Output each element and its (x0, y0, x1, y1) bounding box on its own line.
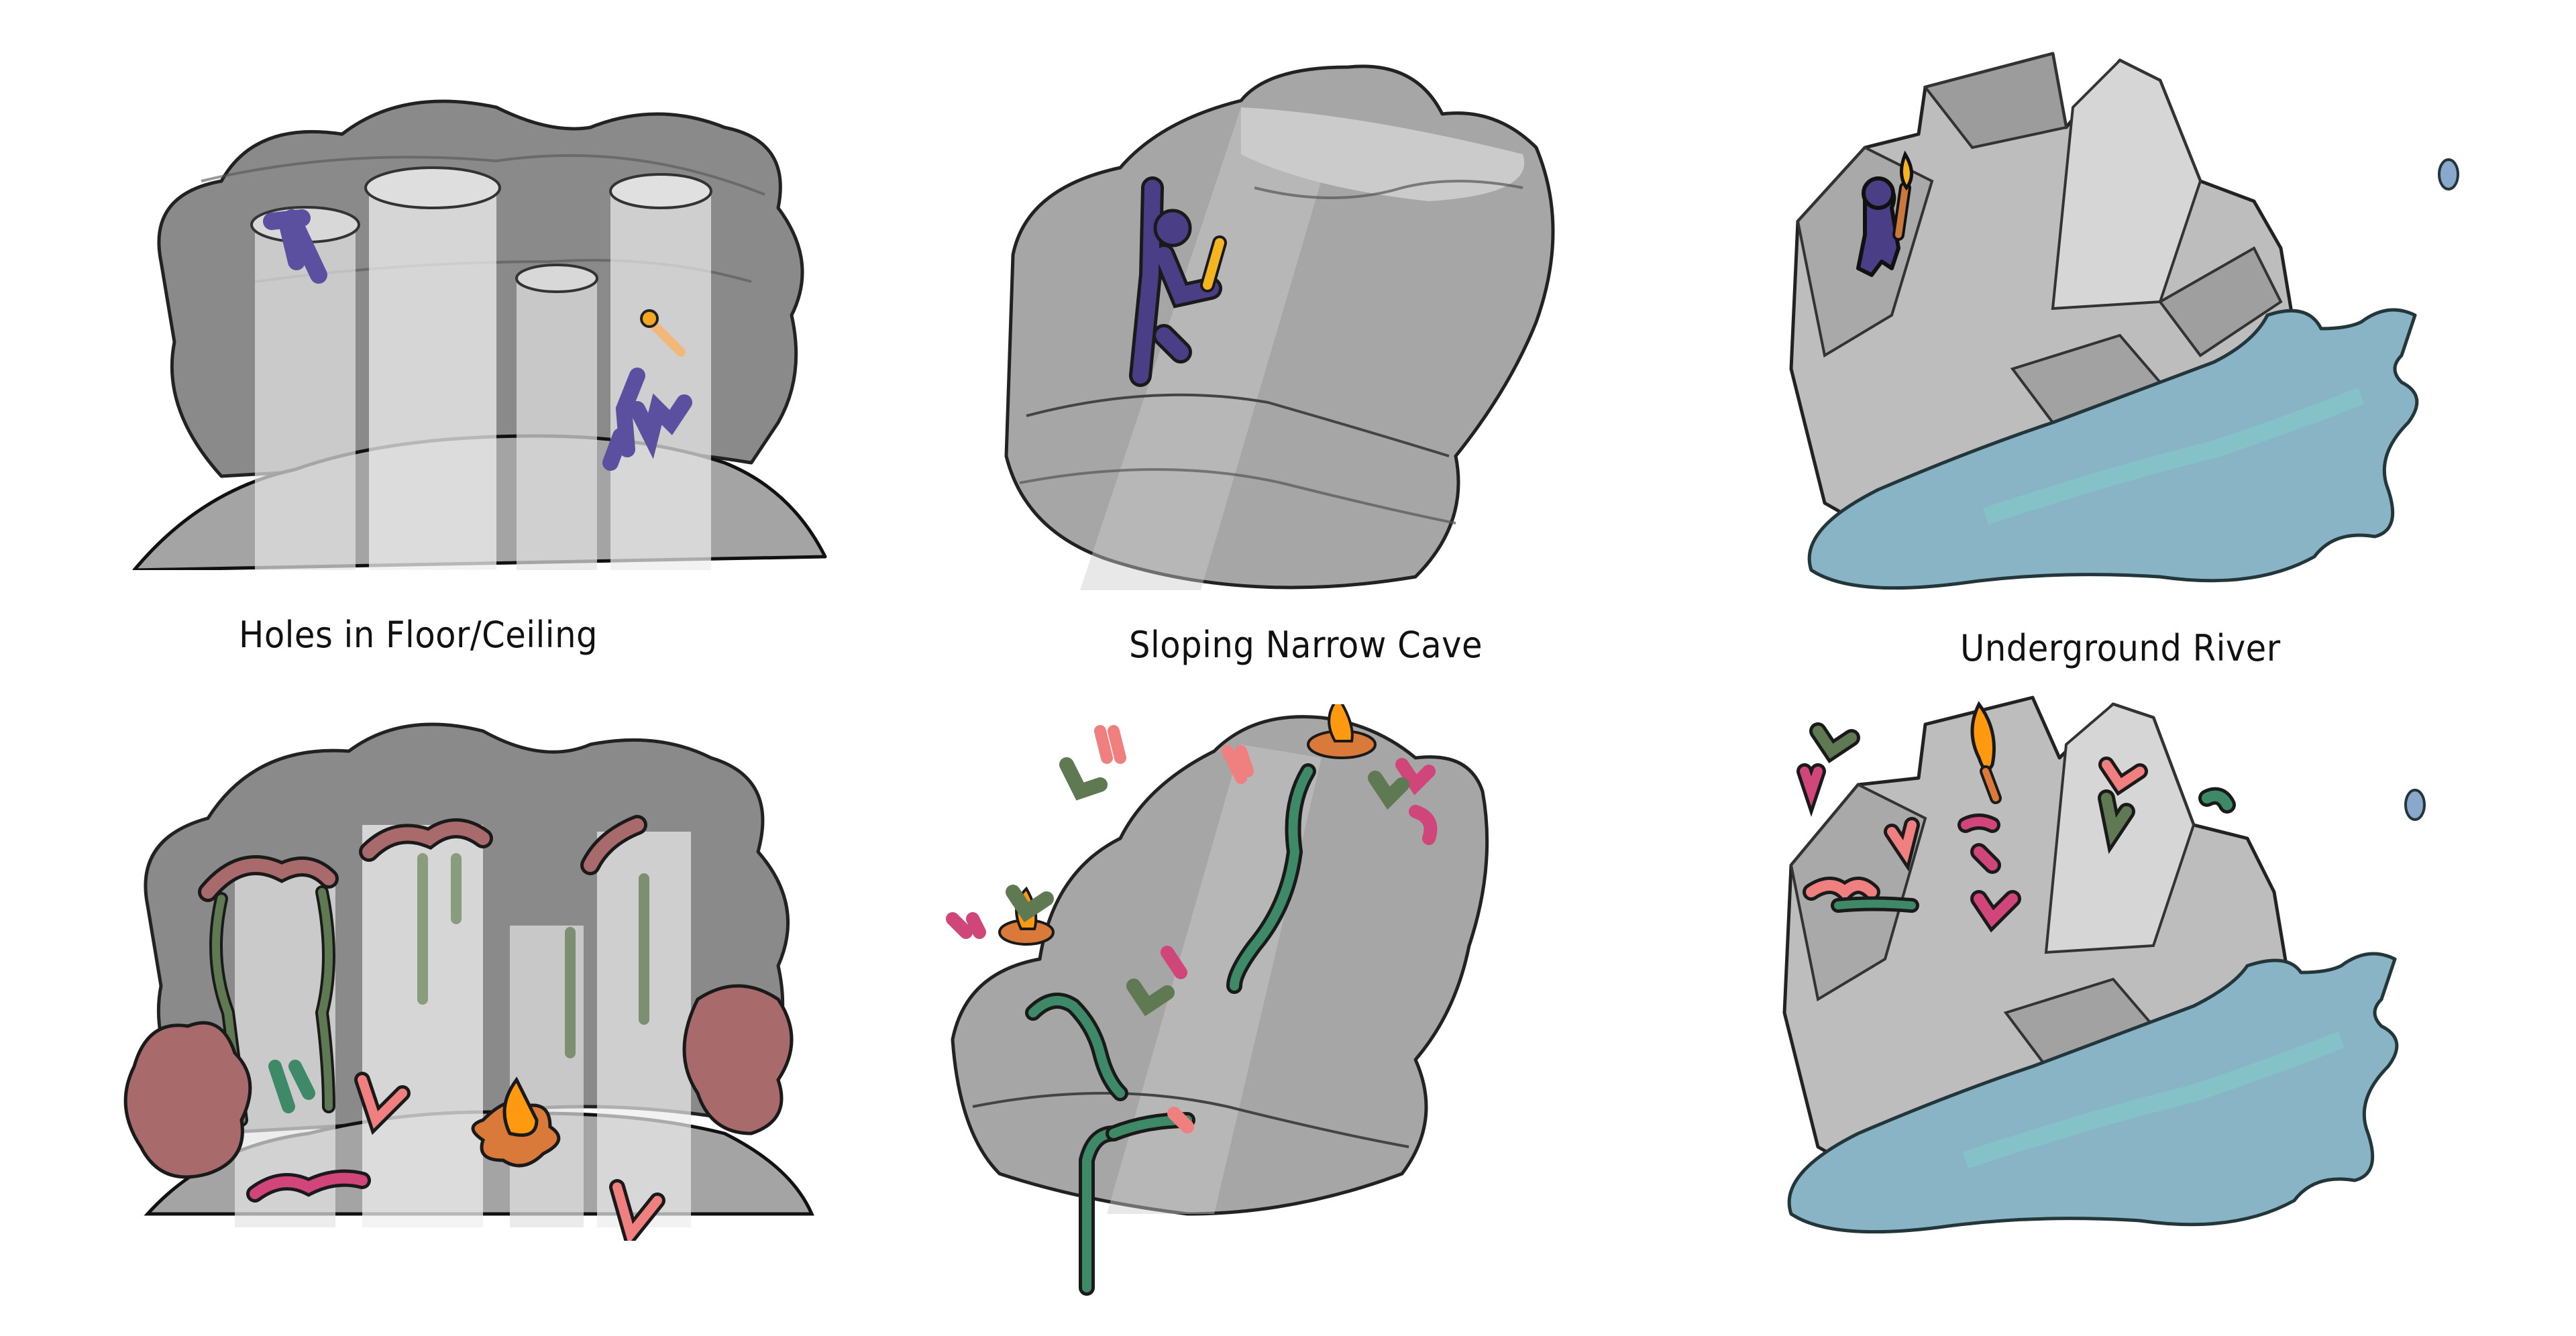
climber-figure-2 (602, 368, 692, 471)
caption-river: Underground River (1960, 627, 2281, 669)
sketch-sloping-bottom (946, 704, 1576, 1321)
sketch-river-top (1784, 47, 2502, 610)
cave-river-illustration (1789, 52, 2459, 590)
caption-holes: Holes in Floor/Ceiling (239, 614, 598, 656)
cave-holes-decorated-illustration (123, 722, 814, 1241)
cave-sloping-illustration (1004, 64, 1555, 590)
campfire-icon (471, 1076, 561, 1168)
climber-figure (1129, 176, 1222, 387)
sketch-river-bottom (1778, 691, 2502, 1274)
campfire-icon-top (1307, 704, 1377, 759)
sketch-holes-bottom (107, 704, 832, 1241)
climber-figure-1 (263, 209, 327, 284)
explorer-figure (1856, 176, 1900, 277)
vines (209, 853, 649, 1127)
torch-icon (1892, 150, 1913, 241)
cave-sloping-decorated-illustration (946, 704, 1489, 1296)
torch-icon (640, 309, 686, 357)
caption-sloping: Sloping Narrow Cave (1129, 624, 1483, 666)
cave-holes-illustration (132, 99, 827, 570)
sketch-holes-top (121, 60, 839, 570)
torch-icon (1970, 701, 2002, 804)
torch-icon (1200, 235, 1227, 292)
sketch-sloping-top (986, 54, 1576, 604)
cave-river-decorated-illustration (1782, 695, 2426, 1234)
